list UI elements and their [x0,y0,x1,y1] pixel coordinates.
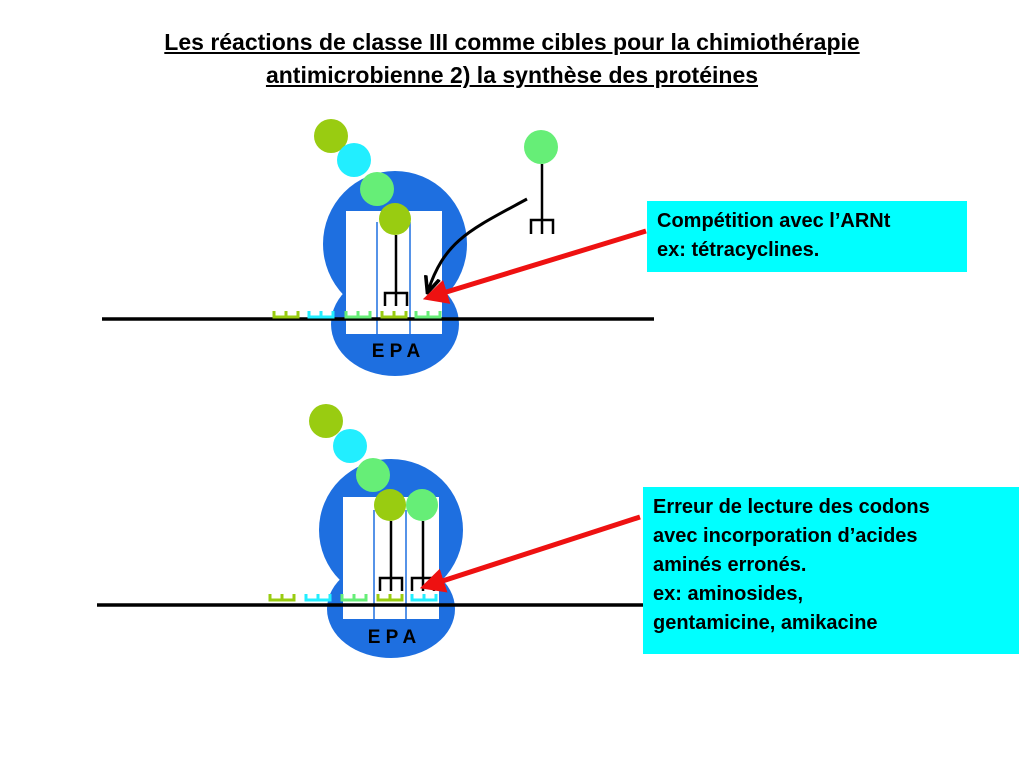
callout-line: Erreur de lecture des codons [653,496,930,518]
title-line-1: Les réactions de classe III comme cibles… [164,29,860,55]
amino-acid-3 [356,458,390,492]
site-labels-bottom: E P A [368,627,417,648]
amino-acid-2 [333,429,367,463]
amino-acid-2 [337,143,371,177]
diagram-bottom: E P A [97,404,650,658]
callout-line: Compétition avec l’ARNt [657,210,891,232]
callout-line: aminés erronés. [653,554,807,576]
diagram-top: E P A [102,119,654,376]
title-line-2: antimicrobienne 2) la synthèse des proté… [265,62,759,88]
callout-line: ex: tétracyclines. [657,239,820,261]
callout-arrow-bottom [419,514,641,593]
amino-acid-3 [360,172,394,206]
amino-acid-1 [314,119,348,153]
codon-marks [272,311,442,319]
callout-line: avec incorporation d’acides [653,525,918,547]
site-labels-top: E P A [372,341,421,362]
page-title: Les réactions de classe III comme cibles… [0,26,1024,92]
callout-tetracyclines: Compétition avec l’ARNt ex: tétracycline… [647,201,967,272]
callout-arrow-top [422,228,647,304]
trna-p-site [374,489,406,591]
incoming-trna [524,130,558,234]
codon-marks [268,594,438,602]
amino-acid-1 [309,404,343,438]
callout-line: ex: aminosides, [653,583,804,605]
callout-aminosides: Erreur de lecture des codons avec incorp… [643,487,1019,654]
trna-entry-arrow [428,197,528,291]
trna-p-site [379,203,411,306]
callout-line: gentamicine, amikacine [653,612,878,634]
